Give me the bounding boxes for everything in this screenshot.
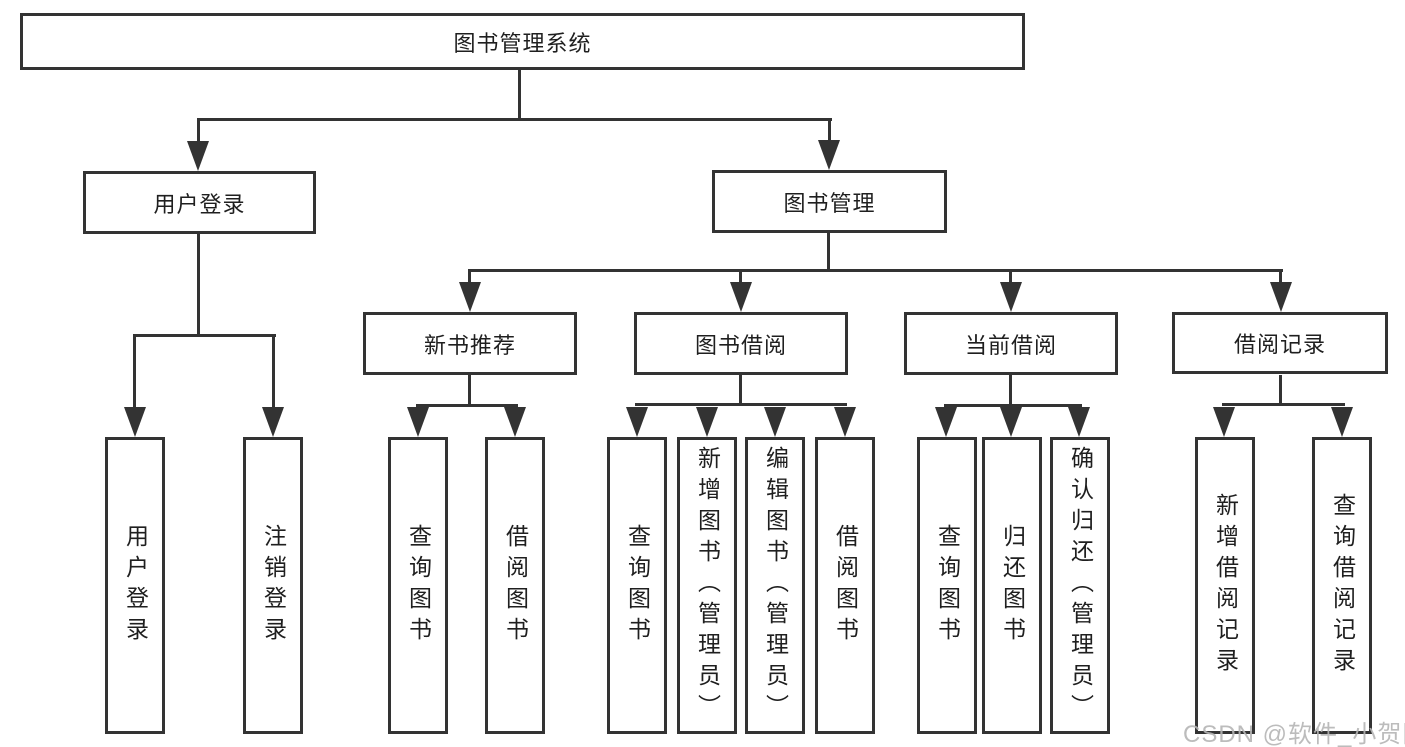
node-new-book-rec-label: 新书推荐 xyxy=(423,332,516,358)
node-borrow-records-label: 借阅记录 xyxy=(1233,332,1326,357)
connector-userlogin-stem xyxy=(197,234,200,337)
arrowhead-nb-borrow xyxy=(504,407,526,437)
leaf-logout: 注销登录 xyxy=(243,437,303,734)
leaf-borrow-borrow-label: 借阅图书 xyxy=(832,523,859,648)
csdn-watermark: CSDN @软件_小贺同学 xyxy=(1183,721,1405,747)
connector-userlogin-hbar xyxy=(133,334,276,337)
connector-userlogin-drop-1 xyxy=(133,334,136,409)
arrowhead-bb-borrow xyxy=(834,407,856,437)
node-book-mgmt: 图书管理 xyxy=(712,170,947,233)
node-user-login-label: 用户登录 xyxy=(153,191,246,217)
connector-bookborrow-hbar xyxy=(635,403,847,406)
arrowhead-bb-edit xyxy=(764,407,786,437)
node-root: 图书管理系统 xyxy=(20,13,1025,70)
leaf-newbook-query-label: 查询图书 xyxy=(405,523,432,648)
leaf-newbook-borrow-label: 借阅图书 xyxy=(502,523,529,648)
connector-root-hbar xyxy=(197,118,832,121)
connector-newbookrec-stem xyxy=(468,375,471,407)
node-book-borrow: 图书借阅 xyxy=(634,312,848,375)
connector-bookmgmt-hbar xyxy=(468,269,1283,272)
arrowhead-cb-confirm xyxy=(1068,407,1090,437)
arrowhead-br-add xyxy=(1213,407,1235,437)
leaf-records-query-label: 查询借阅记录 xyxy=(1329,492,1356,679)
connector-bookmgmt-drop-1 xyxy=(468,269,471,285)
connector-bookmgmt-drop-4 xyxy=(1279,269,1282,285)
connector-bookmgmt-drop-3 xyxy=(1009,269,1012,285)
leaf-newbook-query: 查询图书 xyxy=(388,437,448,734)
connector-root-stem xyxy=(518,70,521,120)
node-book-borrow-label: 图书借阅 xyxy=(694,332,787,358)
leaf-logout-label: 注销登录 xyxy=(260,523,287,648)
connector-userlogin-drop-2 xyxy=(272,334,275,409)
leaf-borrow-query-label: 查询图书 xyxy=(624,523,651,648)
connector-borrowrecords-hbar xyxy=(1222,403,1345,406)
leaf-newbook-borrow: 借阅图书 xyxy=(485,437,545,734)
leaf-borrow-add-label: 新增图书（管理员） xyxy=(694,446,721,725)
leaf-user-login: 用户登录 xyxy=(105,437,165,734)
connector-currentborrow-hbar xyxy=(944,404,1082,407)
leaf-user-login-label: 用户登录 xyxy=(122,523,149,648)
arrowhead-br-query xyxy=(1331,407,1353,437)
connector-newbookrec-hbar xyxy=(416,404,518,407)
arrowhead-nb-query xyxy=(407,407,429,437)
arrowhead-bb-add xyxy=(696,407,718,437)
leaf-borrow-borrow: 借阅图书 xyxy=(815,437,875,734)
node-user-login: 用户登录 xyxy=(83,171,316,234)
leaf-borrow-edit: 编辑图书（管理员） xyxy=(745,437,805,734)
arrowhead-new-book-rec xyxy=(459,282,481,312)
arrowhead-leaf-logout xyxy=(262,407,284,437)
connector-bookmgmt-drop-2 xyxy=(739,269,742,285)
leaf-records-add: 新增借阅记录 xyxy=(1195,437,1255,734)
arrowhead-cb-return xyxy=(1000,407,1022,437)
arrowhead-cb-query xyxy=(935,407,957,437)
node-current-borrow: 当前借阅 xyxy=(904,312,1118,375)
arrowhead-book-mgmt xyxy=(818,140,840,170)
leaf-records-add-label: 新增借阅记录 xyxy=(1212,492,1239,679)
node-borrow-records: 借阅记录 xyxy=(1172,312,1388,374)
leaf-borrow-add: 新增图书（管理员） xyxy=(677,437,737,734)
connector-root-drop-left xyxy=(197,118,200,144)
node-new-book-rec: 新书推荐 xyxy=(363,312,577,375)
connector-currentborrow-stem xyxy=(1009,375,1012,407)
leaf-current-confirm: 确认归还（管理员） xyxy=(1050,437,1110,734)
arrowhead-current-borrow xyxy=(1000,282,1022,312)
leaf-borrow-edit-label: 编辑图书（管理员） xyxy=(762,446,789,725)
node-current-borrow-label: 当前借阅 xyxy=(964,332,1057,358)
node-book-mgmt-label: 图书管理 xyxy=(783,190,876,216)
arrowhead-bb-query xyxy=(626,407,648,437)
connector-root-drop-right xyxy=(828,118,831,144)
leaf-borrow-query: 查询图书 xyxy=(607,437,667,734)
leaf-current-query: 查询图书 xyxy=(917,437,977,734)
arrowhead-user-login xyxy=(187,141,209,171)
arrowhead-borrow-records xyxy=(1270,282,1292,312)
arrowhead-book-borrow xyxy=(730,282,752,312)
leaf-current-return-label: 归还图书 xyxy=(999,523,1026,648)
connector-bookborrow-stem xyxy=(739,375,742,406)
leaf-current-return: 归还图书 xyxy=(982,437,1042,734)
leaf-current-query-label: 查询图书 xyxy=(934,523,961,648)
connector-bookmgmt-stem xyxy=(827,233,830,272)
leaf-current-confirm-label: 确认归还（管理员） xyxy=(1067,446,1094,725)
connector-borrowrecords-stem xyxy=(1279,375,1282,406)
arrowhead-leaf-user-login xyxy=(124,407,146,437)
node-root-label: 图书管理系统 xyxy=(453,30,592,56)
leaf-records-query: 查询借阅记录 xyxy=(1312,437,1372,734)
